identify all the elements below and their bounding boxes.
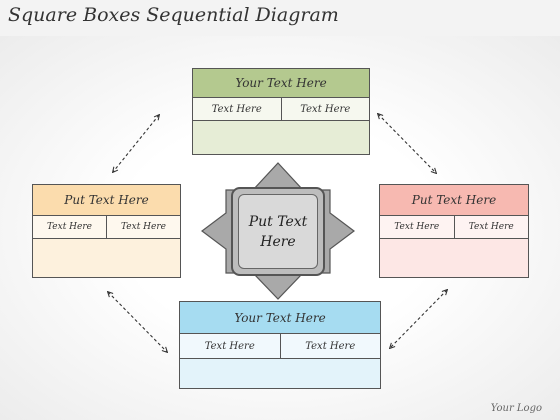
box-right-cell-2: Text Here — [453, 216, 529, 238]
box-bottom-cell-1: Text Here — [204, 340, 255, 352]
connector-left-bottom — [108, 292, 167, 352]
center-text: Put Text Here — [238, 194, 318, 269]
box-bottom-row: Text Here Text Here — [180, 334, 380, 359]
box-left-cell-2: Text Here — [106, 216, 180, 238]
box-bottom-header: Your Text Here — [180, 302, 380, 334]
connector-right-bottom — [390, 290, 447, 348]
box-left-row: Text Here Text Here — [33, 216, 180, 239]
box-right: Put Text Here Text Here Text Here — [379, 184, 529, 278]
box-top-cell-2: Text Here — [280, 98, 370, 120]
box-top-header: Your Text Here — [193, 69, 369, 98]
box-bottom-cell-2: Text Here — [279, 334, 381, 358]
logo: Your Logo — [490, 403, 542, 414]
box-top-row: Text Here Text Here — [193, 98, 369, 121]
box-left-cell-1: Text Here — [47, 222, 92, 232]
box-right-header: Put Text Here — [380, 185, 528, 216]
center-box: Put Text Here — [231, 187, 325, 276]
box-top: Your Text Here Text Here Text Here — [192, 68, 370, 155]
connector-top-right — [378, 114, 436, 173]
box-left-header: Put Text Here — [33, 185, 180, 216]
box-top-cell-1: Text Here — [211, 103, 262, 115]
center-text-line-2: Here — [260, 233, 296, 250]
connector-top-left — [113, 115, 159, 172]
box-bottom: Your Text Here Text Here Text Here — [179, 301, 381, 389]
box-left: Put Text Here Text Here Text Here — [32, 184, 181, 278]
page-title: Square Boxes Sequential Diagram — [8, 4, 339, 26]
box-right-row: Text Here Text Here — [380, 216, 528, 239]
title-bar: Square Boxes Sequential Diagram — [0, 0, 560, 36]
box-right-cell-1: Text Here — [394, 222, 440, 232]
center-text-line-1: Put Text — [248, 213, 308, 230]
